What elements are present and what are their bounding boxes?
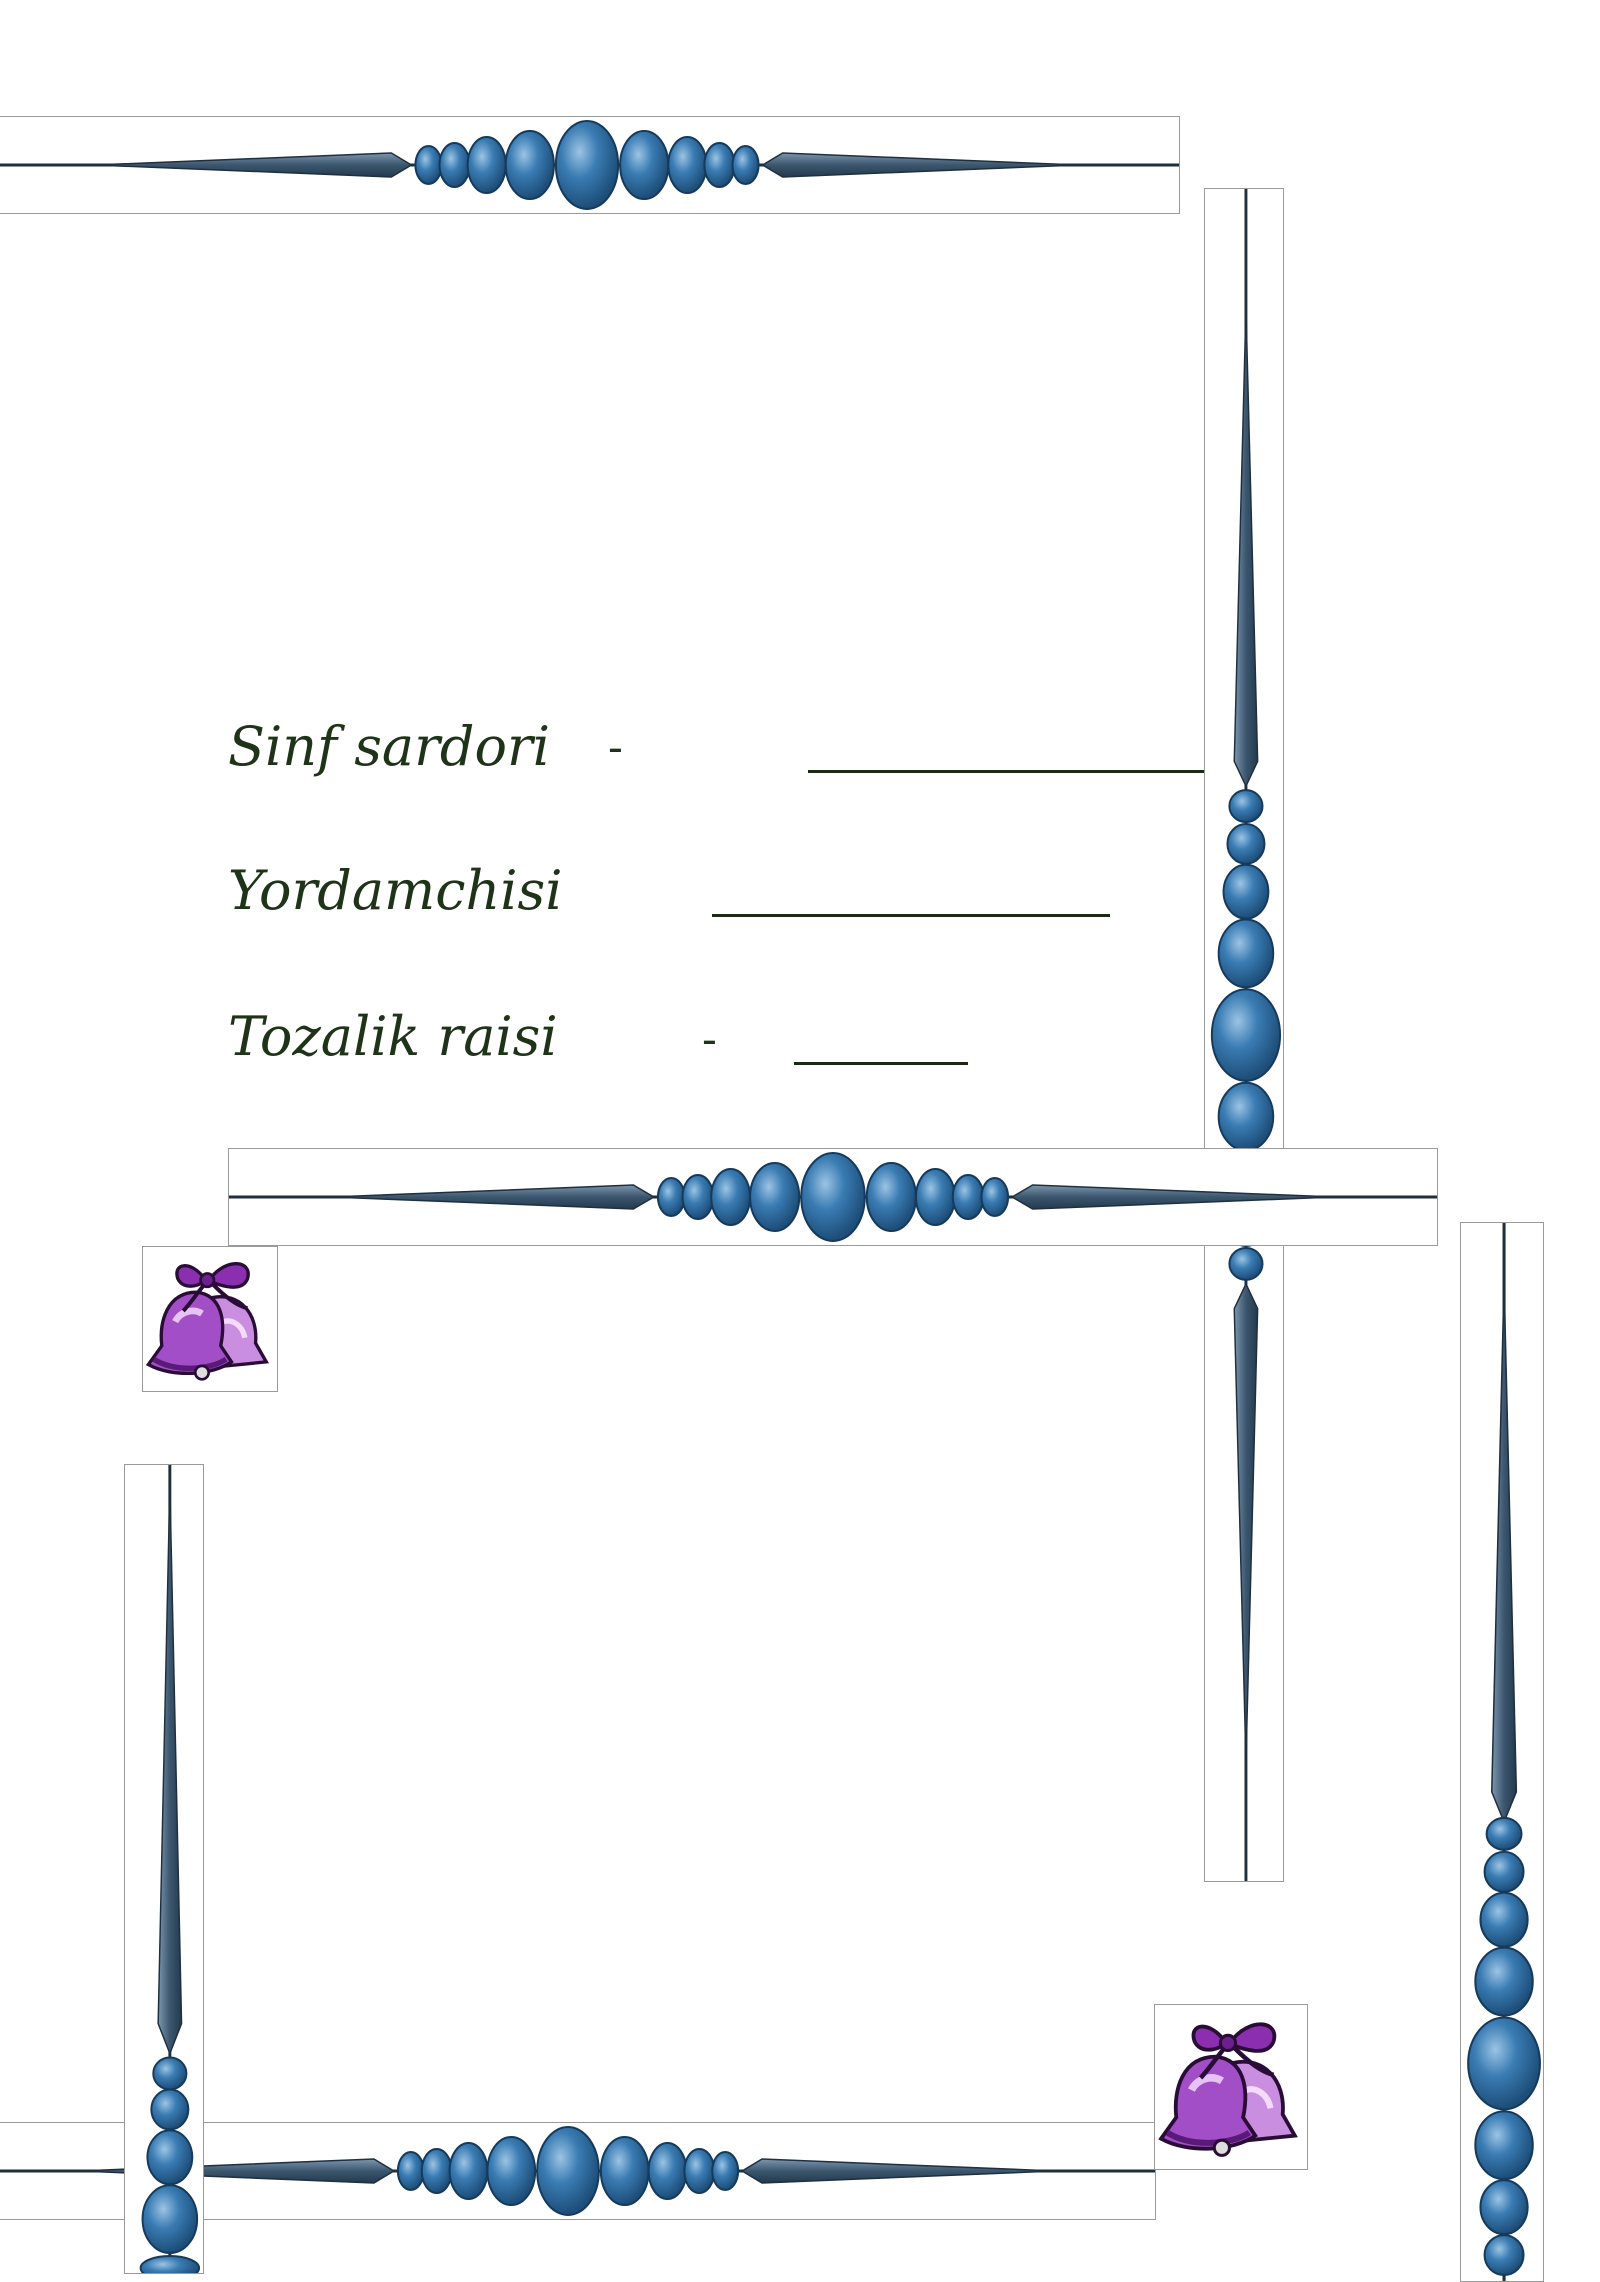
beaded-border-vertical-icon	[1467, 1223, 1541, 2281]
role-label-assistant: Yordamchisi	[228, 859, 563, 922]
middle-ornament-border	[228, 1148, 1438, 1246]
beaded-border-icon	[0, 117, 1179, 213]
bells-image	[1154, 2004, 1308, 2170]
role-label-cleanliness-head: Tozalik raisi	[228, 1005, 558, 1068]
signature-blank[interactable]	[712, 914, 1110, 917]
right-ornament-border	[1204, 188, 1284, 1882]
bells-icon	[1155, 2005, 1307, 2169]
signature-blank[interactable]	[794, 1062, 968, 1065]
left-ornament-border	[124, 1464, 204, 2274]
bells-image	[142, 1246, 278, 1392]
role-dash: -	[702, 1014, 717, 1065]
beaded-border-vertical-icon	[1205, 189, 1283, 1881]
role-dash: -	[608, 722, 623, 773]
signature-blank[interactable]	[808, 770, 1204, 773]
bells-icon	[143, 1247, 277, 1391]
top-ornament-border	[0, 116, 1180, 214]
far-right-ornament-border	[1460, 1222, 1544, 2282]
role-label-class-leader: Sinf sardori	[228, 715, 551, 778]
beaded-border-icon	[229, 1149, 1437, 1245]
beaded-border-vertical-icon	[139, 1465, 201, 2273]
